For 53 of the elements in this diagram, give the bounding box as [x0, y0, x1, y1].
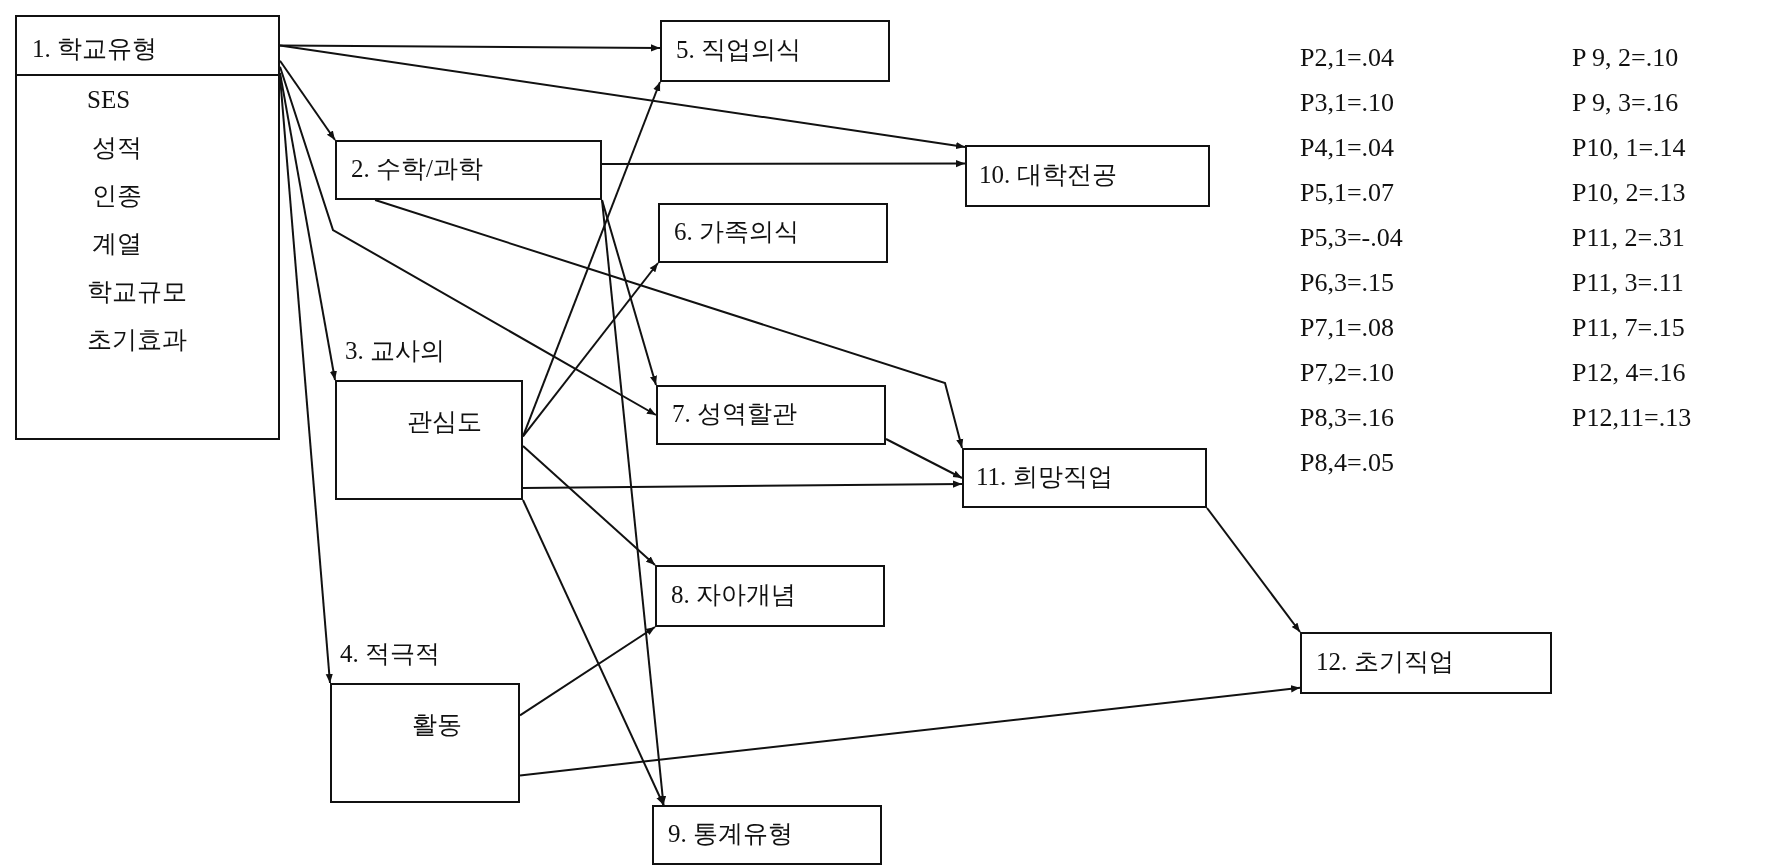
arrow [522, 262, 659, 438]
path-coefficient: P8,3=.16 [1300, 404, 1395, 433]
node-title: 9. 통계유형 [668, 820, 793, 848]
node-title: 10. 대학전공 [979, 161, 1117, 189]
path-coefficient: P7,2=.10 [1300, 359, 1395, 388]
path-coefficient: P 9, 2=.10 [1572, 44, 1679, 73]
arrow [522, 445, 656, 566]
node-title: 7. 성역할관 [672, 400, 797, 428]
path-coefficient: P 9, 3=.16 [1572, 89, 1679, 118]
path-coefficient: P11, 7=.15 [1572, 314, 1685, 343]
path-coefficient: P12,11=.13 [1572, 404, 1692, 433]
node-title: 6. 가족의식 [674, 218, 799, 246]
path-coefficient: P5,1=.07 [1300, 179, 1395, 208]
node-text: 계열 [92, 230, 142, 258]
arrow [519, 626, 656, 717]
node-title: 2. 수학/과학 [351, 155, 483, 183]
node-text: 학교규모 [87, 278, 187, 306]
arrow [279, 59, 336, 141]
node-text: 인종 [92, 182, 142, 210]
path-coefficient: P10, 2=.13 [1572, 179, 1686, 208]
arrow [522, 480, 963, 489]
node-text: 초기효과 [87, 326, 187, 354]
path-coefficient: P3,1=.10 [1300, 89, 1395, 118]
arrow [1206, 507, 1301, 633]
node-title: 1. 학교유형 [32, 35, 157, 63]
arrow [601, 199, 657, 386]
path-coefficient: P6,3=.15 [1300, 269, 1395, 298]
node-text: SES [87, 86, 131, 114]
arrow [601, 199, 667, 806]
path-coefficient: P5,3=-.04 [1300, 224, 1403, 253]
path-coefficient: P10, 1=.14 [1572, 134, 1686, 163]
arrow [522, 499, 665, 806]
node-text: 성적 [92, 134, 142, 162]
arrow [519, 685, 1301, 777]
node-title: 5. 직업의식 [676, 36, 801, 64]
node-text: 관심도 [407, 408, 482, 436]
node-heading: 4. 적극적 [340, 640, 440, 668]
path-coefficient: P7,1=.08 [1300, 314, 1395, 343]
path-coefficient: P12, 4=.16 [1572, 359, 1686, 388]
node-title: 11. 희망직업 [976, 463, 1113, 491]
arrow [601, 160, 966, 168]
path-coefficient: P11, 3=.11 [1572, 269, 1684, 298]
node-title: 8. 자아개념 [671, 581, 796, 609]
node-heading: 3. 교사의 [345, 337, 445, 365]
path-coefficient: P8,4=.05 [1300, 449, 1395, 478]
arrow [279, 44, 966, 150]
arrow [374, 199, 964, 449]
node-text: 활동 [412, 711, 462, 739]
path-coefficient: P4,1=.04 [1300, 134, 1395, 163]
arrow [885, 438, 963, 479]
path-coefficient: P2,1=.04 [1300, 44, 1395, 73]
path-coefficient: P11, 2=.31 [1572, 224, 1685, 253]
node-title: 12. 초기직업 [1316, 648, 1454, 676]
